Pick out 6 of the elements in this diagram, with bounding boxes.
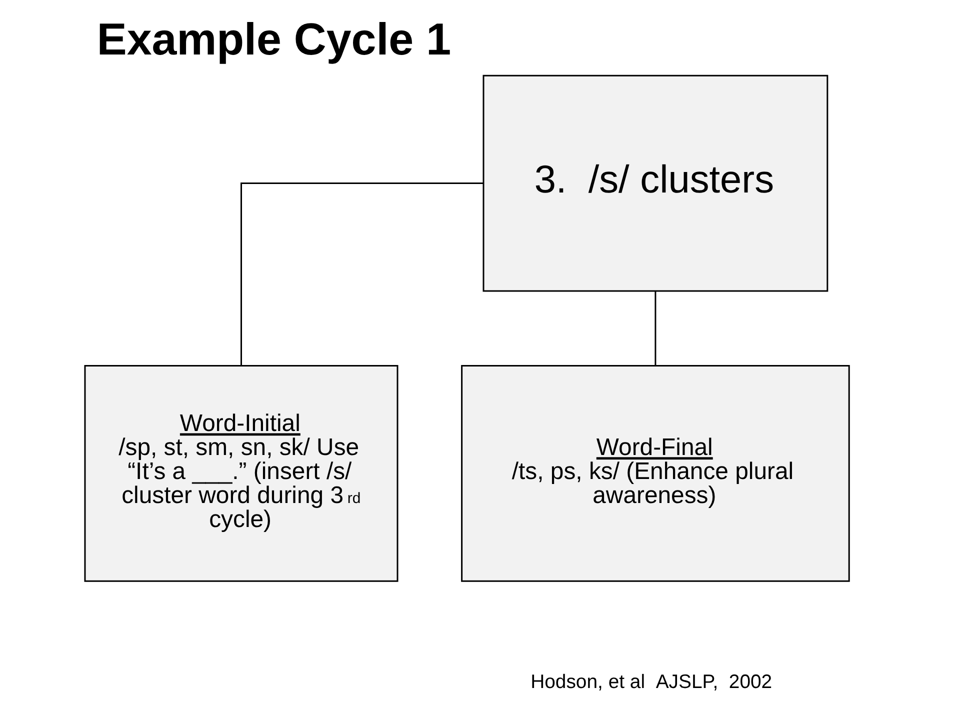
connector	[654, 291, 656, 366]
diagram-title: Example Cycle 1	[96, 14, 452, 65]
connector	[240, 182, 484, 366]
label: Hodson, et al AJSLP, 2002	[530, 670, 772, 693]
node-box: 3. /s/ clusters	[482, 74, 828, 292]
node-box: Word-Final /ts, ps, ks/ (Enhance plural awareness)	[461, 365, 850, 582]
